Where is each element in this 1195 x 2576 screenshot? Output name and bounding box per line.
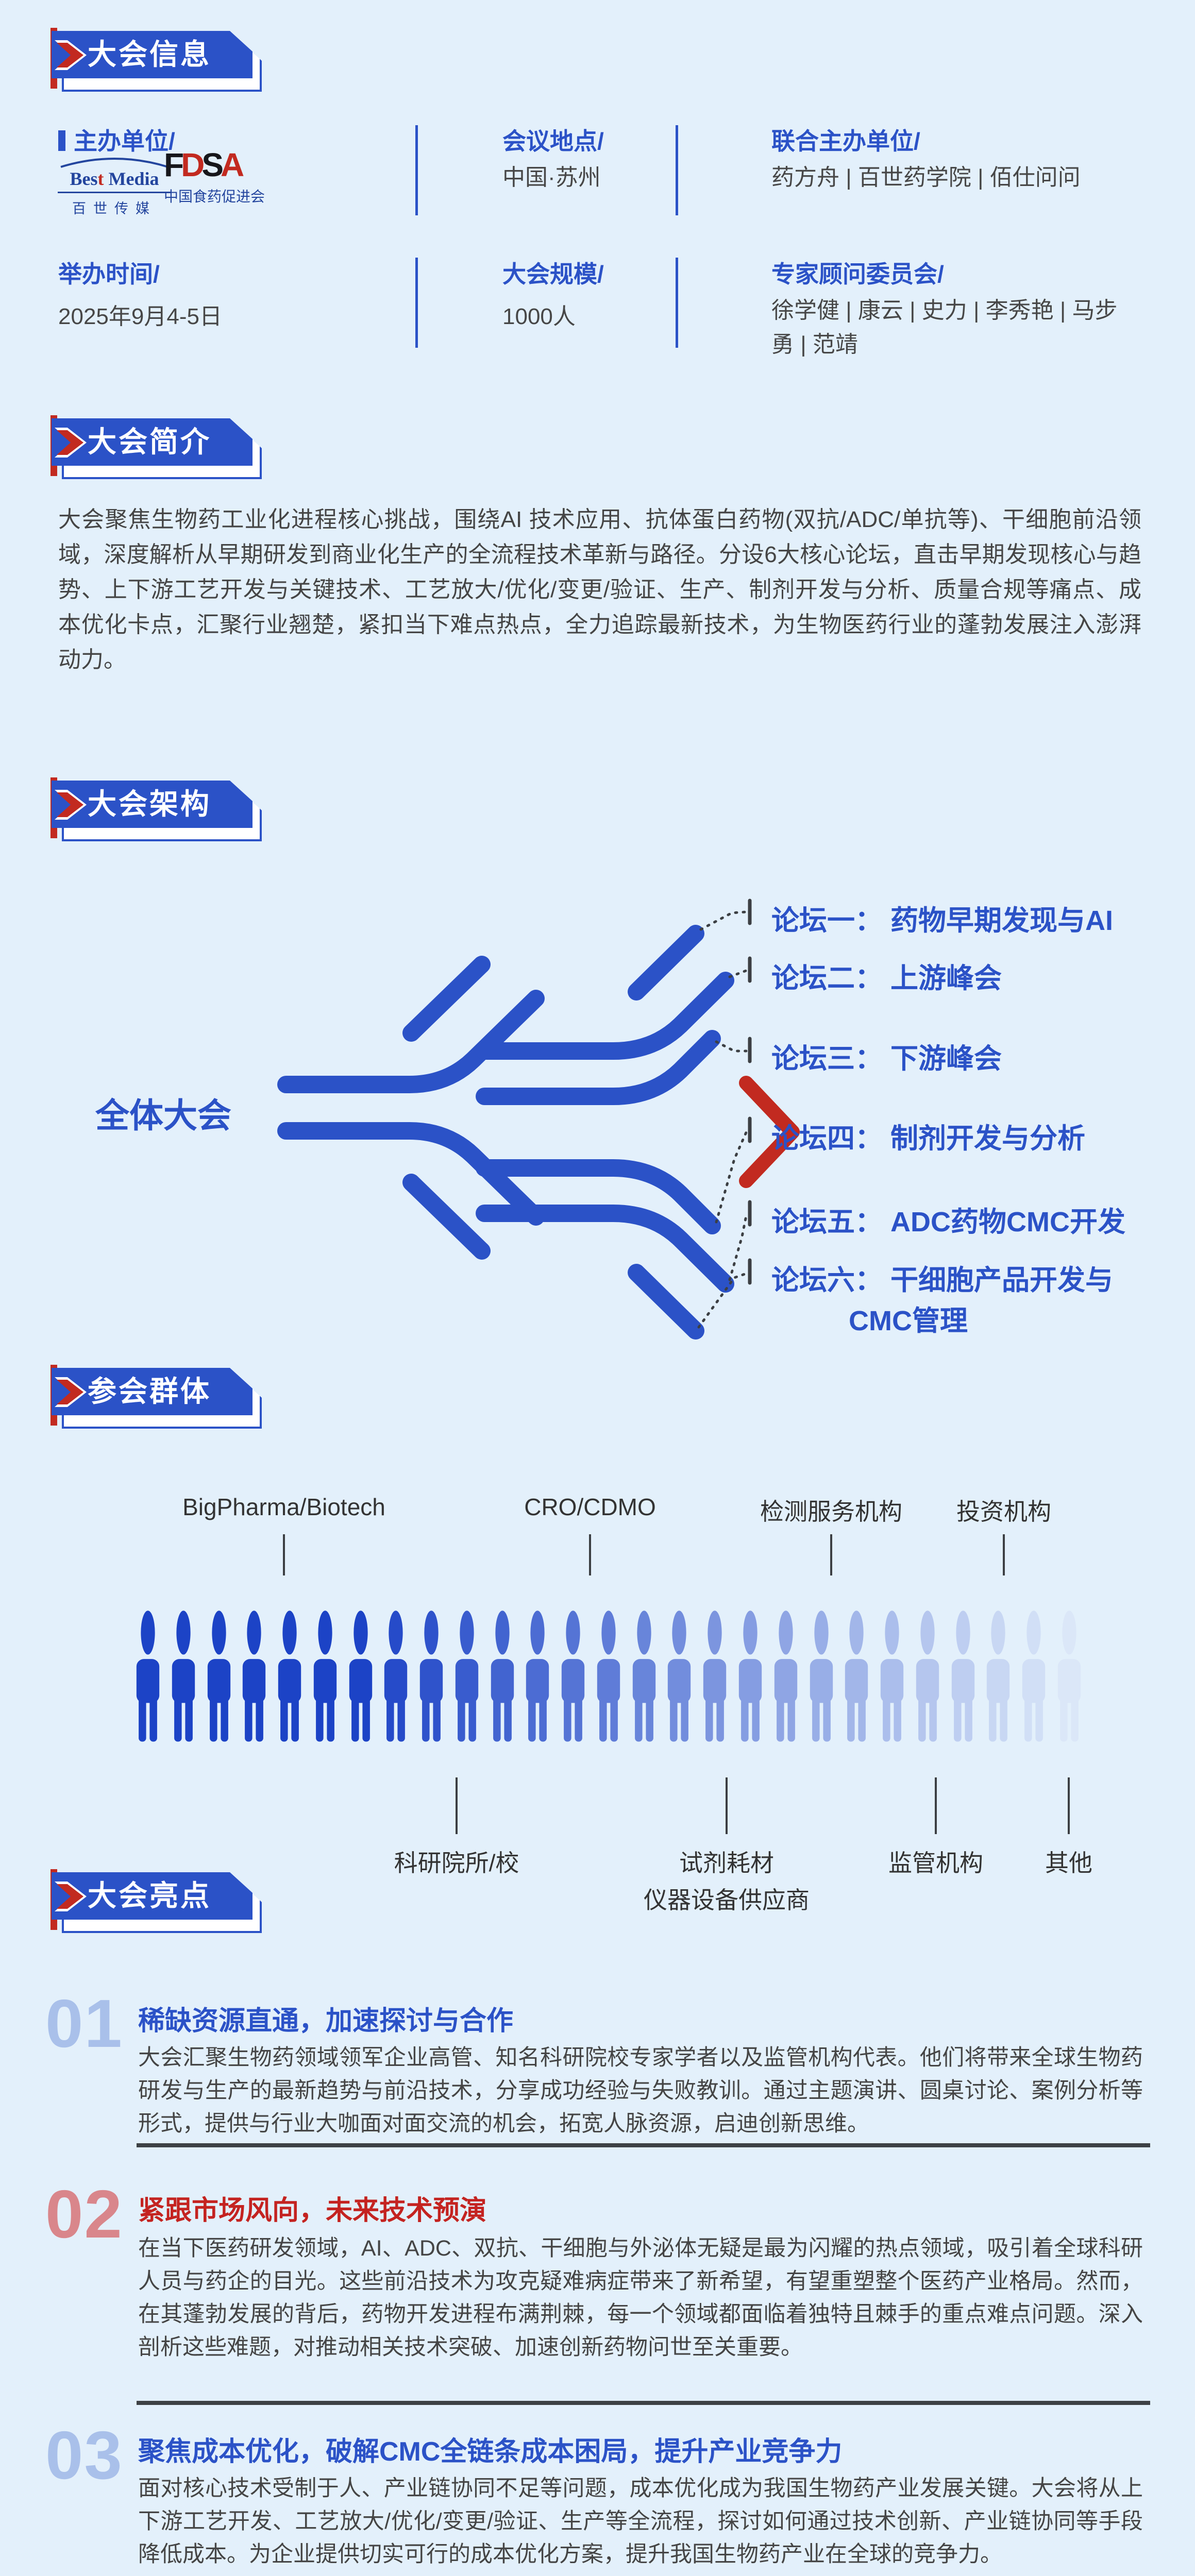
highlight-1-title: 稀缺资源直通，加速探讨与合作 [138, 2006, 514, 2036]
date-value: 2025年9月4-5日 [58, 304, 222, 329]
person-icon [526, 1611, 549, 1742]
forum-2: 论坛二： 上游峰会 [771, 963, 1002, 994]
forum-3: 论坛三： 下游峰会 [771, 1043, 1002, 1074]
person-icon [738, 1611, 762, 1742]
label-lead-bar [58, 130, 65, 151]
person-icon [668, 1611, 691, 1742]
audience-group-other: 其他 [1045, 1850, 1092, 1876]
person-icon [243, 1611, 266, 1742]
person-icon [1057, 1611, 1081, 1742]
section-badge-structure: 大会架构 [51, 777, 253, 828]
person-icon [845, 1611, 868, 1742]
connector-tick [283, 1534, 285, 1575]
connector-tick [456, 1777, 458, 1834]
section-badge-intro: 大会简介 [51, 415, 253, 466]
person-icon [207, 1611, 230, 1742]
person-icon [562, 1611, 585, 1742]
person-icon [384, 1611, 408, 1742]
advisors-value: 徐学健 | 康云 | 史力 | 李秀艳 | 马步勇 | 范靖 [771, 298, 1118, 357]
venue-value: 中国·苏州 [502, 165, 601, 190]
highlight-divider [137, 2401, 1150, 2405]
audience-group-bigpharma: BigPharma/Biotech [182, 1494, 385, 1520]
audience-group-suppliers: 试剂耗材 [679, 1850, 774, 1876]
highlight-1-text: 大会汇聚生物药领域领军企业高管、知名科研院校专家学者以及监管机构代表。他们将带来… [138, 2045, 1143, 2136]
audience-people [133, 1584, 1084, 1767]
info-divider [415, 125, 418, 215]
person-icon [987, 1611, 1010, 1742]
person-icon [419, 1611, 443, 1742]
person-icon [951, 1611, 974, 1742]
connector-tick [1003, 1534, 1005, 1575]
bestmedia-logo: Best Media 百世传媒 [58, 155, 171, 217]
forum-6: 论坛六： 干细胞产品开发与 CMC管理 [771, 1265, 1114, 1336]
venue-label: 会议地点/ [502, 128, 604, 155]
audience-group-regulator: 监管机构 [888, 1850, 983, 1876]
bestmedia-cn: 百世传媒 [72, 201, 157, 216]
audience-group-academia: 科研院所/校 [394, 1850, 519, 1876]
bestmedia-wordmark: Best Media [58, 168, 171, 193]
highlight-3-number: 03 [45, 2417, 123, 2493]
connector-tick [935, 1777, 937, 1834]
person-icon [632, 1611, 655, 1742]
person-icon [278, 1611, 301, 1742]
person-icon [172, 1611, 195, 1742]
highlight-divider [137, 2143, 1150, 2147]
fdsa-logo: FDSA 中国食药促进会 [164, 146, 265, 206]
bestmedia-arc [60, 158, 169, 168]
organizer-label: 主办单位/ [58, 123, 175, 157]
person-icon [491, 1611, 514, 1742]
person-icon [916, 1611, 939, 1742]
co-organizer-value: 药方舟 | 百世药学院 | 佰仕问问 [771, 165, 1081, 190]
person-icon [880, 1611, 904, 1742]
fdsa-letters: FDSA [164, 146, 244, 183]
fdsa-cn: 中国食药促进会 [164, 189, 265, 205]
connector-tick [1068, 1777, 1070, 1834]
person-icon [455, 1611, 479, 1742]
audience-group-suppliers-line2: 仪器设备供应商 [644, 1887, 810, 1913]
highlight-2-title: 紧跟市场风向，未来技术预演 [138, 2196, 487, 2226]
section-title: 大会亮点 [52, 1872, 253, 1920]
person-icon [313, 1611, 337, 1742]
person-icon [774, 1611, 797, 1742]
person-icon [703, 1611, 727, 1742]
intro-paragraph: 大会聚焦生物药工业化进程核心挑战，围绕AI 技术应用、抗体蛋白药物(双抗/ADC… [58, 507, 1141, 672]
forum-1: 论坛一： 药物早期发现与AI [771, 905, 1114, 936]
info-divider [676, 125, 678, 215]
audience-group-testing: 检测服务机构 [760, 1498, 902, 1525]
plenary-label: 全体大会 [95, 1096, 231, 1134]
audience-group-investor: 投资机构 [956, 1498, 1051, 1525]
highlight-1-number: 01 [45, 1986, 123, 2061]
highlight-3-title: 聚焦成本优化，破解CMC全链条成本困局，提升产业竞争力 [138, 2437, 843, 2467]
person-icon [136, 1611, 160, 1742]
connector-tick [726, 1777, 728, 1834]
forum-5: 论坛五： ADC药物CMC开发 [771, 1207, 1125, 1238]
info-divider [415, 258, 418, 348]
section-badge-highlights: 大会亮点 [51, 1869, 253, 1920]
connector-tick [830, 1534, 832, 1575]
highlight-3-text: 面对核心技术受制于人、产业链协同不足等问题，成本优化成为我国生物药产业发展关键。… [138, 2476, 1143, 2567]
section-badge-info: 大会信息 [51, 28, 253, 78]
highlight-2-text: 在当下医药研发领域，AI、ADC、双抗、干细胞与外泌体无疑是最为闪耀的热点领域，… [138, 2236, 1143, 2360]
audience-group-crocdmo: CRO/CDMO [524, 1494, 656, 1520]
section-badge-audience: 参会群体 [51, 1365, 253, 1415]
connector-tick [589, 1534, 591, 1575]
advisors-label: 专家顾问委员会/ [771, 261, 944, 287]
section-title: 大会架构 [52, 781, 253, 828]
info-divider [676, 258, 678, 348]
scale-value: 1000人 [502, 304, 576, 329]
scale-label: 大会规模/ [502, 261, 604, 287]
person-icon [1022, 1611, 1046, 1742]
antibody-diagram [277, 899, 800, 1340]
person-icon [349, 1611, 372, 1742]
co-organizer-label: 联合主办单位/ [771, 128, 920, 155]
forum-4: 论坛四： 制剂开发与分析 [771, 1123, 1086, 1154]
person-icon [597, 1611, 620, 1742]
date-label: 举办时间/ [58, 261, 160, 287]
highlight-2-number: 02 [45, 2176, 123, 2252]
person-icon [810, 1611, 833, 1742]
